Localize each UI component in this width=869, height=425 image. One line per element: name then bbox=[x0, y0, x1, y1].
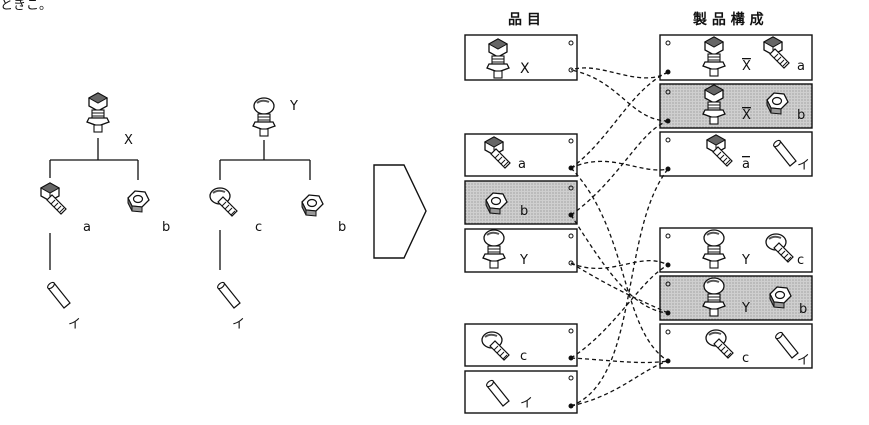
item-card-x: X bbox=[464, 34, 578, 81]
pin-icon bbox=[45, 280, 71, 309]
item-card-c: c bbox=[464, 323, 578, 367]
label-x: X bbox=[124, 133, 133, 148]
structure-header: 製 品 構 成 bbox=[692, 11, 764, 28]
structure-card-a-i: a イ bbox=[659, 131, 813, 177]
structure-card-y-b: Y b bbox=[659, 275, 813, 321]
item-label: a bbox=[518, 157, 526, 172]
header-partial-text: ときこ。 bbox=[0, 0, 52, 13]
structure-card-x-a: X a bbox=[659, 34, 813, 81]
hex-nut-icon bbox=[301, 194, 324, 217]
item-card-i: イ bbox=[464, 370, 578, 414]
structure-child: イ bbox=[797, 158, 810, 173]
structure-parent: a bbox=[742, 157, 750, 172]
structure-parent: Y bbox=[741, 301, 750, 316]
structure-child: a bbox=[797, 59, 805, 74]
item-label: b bbox=[520, 204, 528, 219]
label-a: a bbox=[83, 220, 91, 235]
item-card-b: b bbox=[464, 180, 578, 225]
structure-parent: X bbox=[742, 59, 751, 74]
hex-nut-icon bbox=[127, 190, 150, 213]
label-b-2: b bbox=[338, 220, 346, 235]
item-label: Y bbox=[519, 253, 528, 268]
round-head-bolt-icon bbox=[209, 187, 238, 217]
structure-card-c-i: c イ bbox=[659, 323, 813, 369]
structure-child: c bbox=[797, 253, 804, 268]
label-y: Y bbox=[289, 99, 298, 114]
structure-child: イ bbox=[797, 353, 810, 368]
structure-card-y-c: Y c bbox=[659, 227, 813, 273]
item-label: イ bbox=[520, 396, 533, 411]
structure-parent: X bbox=[742, 108, 751, 123]
link-lines bbox=[570, 67, 669, 407]
assembly-x-icon bbox=[86, 92, 110, 133]
structure-parent: c bbox=[742, 351, 749, 366]
structure-parent: Y bbox=[741, 253, 750, 268]
transform-arrow bbox=[373, 164, 427, 259]
items-header: 品 目 bbox=[508, 12, 541, 28]
label-i-2: イ bbox=[232, 317, 245, 332]
tree-x: X a b イ bbox=[40, 92, 170, 332]
label-b: b bbox=[162, 220, 170, 235]
structure-card-x-b: X b bbox=[659, 83, 813, 129]
pin-icon bbox=[215, 280, 241, 309]
item-label: c bbox=[520, 349, 527, 364]
item-label: X bbox=[520, 61, 530, 77]
hex-bolt-icon bbox=[40, 182, 67, 215]
assembly-y-icon bbox=[252, 97, 276, 137]
structure-child: b bbox=[799, 302, 807, 317]
label-c: c bbox=[255, 220, 262, 235]
item-card-a: a bbox=[464, 133, 578, 177]
tree-y: Y c b イ bbox=[209, 97, 346, 332]
structure-child: b bbox=[797, 108, 805, 123]
label-i-1: イ bbox=[68, 317, 81, 332]
item-card-y: Y bbox=[464, 228, 578, 273]
